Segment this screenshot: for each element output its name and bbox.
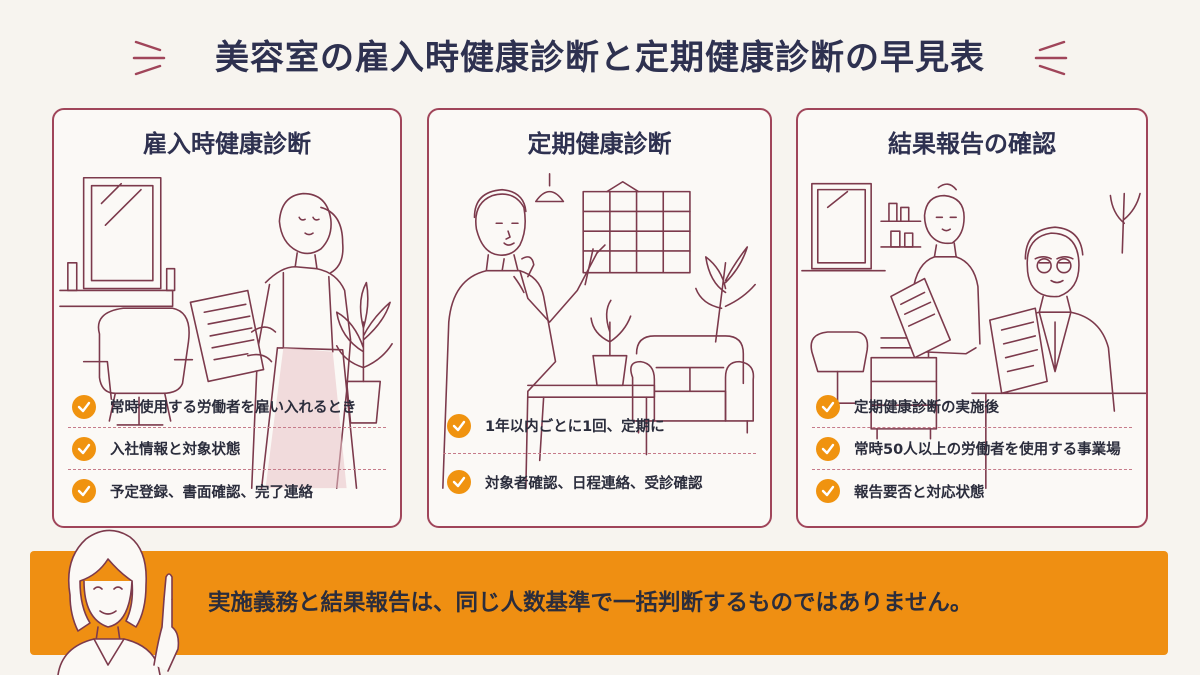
page-title: 美容室の雇入時健康診断と定期健康診断の早見表 <box>215 38 985 78</box>
check-icon <box>816 394 840 419</box>
checklist: 定期健康診断の実施後 常時50人以上の労働者を使用する事業場 報告要否と対応状態 <box>812 386 1132 512</box>
checklist: 常時使用する労働者を雇い入れるとき 入社情報と対象状態 予定登録、書面確認、完了… <box>68 386 386 512</box>
list-item: 常時50人以上の労働者を使用する事業場 <box>812 428 1132 470</box>
title-decoration-left-icon <box>132 40 166 76</box>
banner-text: 実施義務と結果報告は、同じ人数基準で一括判断するものではありません。 <box>208 590 973 616</box>
salon-stylist-illustration <box>59 176 393 489</box>
title-decoration-right-icon <box>1034 40 1068 76</box>
item-label: 常時50人以上の労働者を使用する事業場 <box>854 442 1121 458</box>
check-icon <box>72 479 96 503</box>
card-hiring-checkup: 雇入時健康診断 <box>52 108 402 528</box>
check-icon <box>447 470 471 494</box>
item-label: 定期健康診断の実施後 <box>854 400 999 416</box>
check-icon <box>447 413 471 438</box>
item-label: 常時使用する労働者を雇い入れるとき <box>110 400 357 416</box>
item-label: 1年以内ごとに1回、定期に <box>485 419 665 435</box>
check-icon <box>72 436 96 461</box>
report-review-illustration <box>801 182 1146 489</box>
summary-banner: 実施義務と結果報告は、同じ人数基準で一括判断するものではありません。 <box>30 551 1168 655</box>
list-item: 予定登録、書面確認、完了連絡 <box>68 470 386 512</box>
card-title: 定期健康診断 <box>527 130 672 158</box>
pointing-woman-illustration <box>57 529 180 675</box>
list-item: 報告要否と対応状態 <box>812 470 1132 512</box>
card-result-report: 結果報告の確認 <box>796 108 1148 528</box>
list-item: 入社情報と対象状態 <box>68 428 386 470</box>
check-icon <box>816 436 840 461</box>
check-icon <box>816 479 840 503</box>
card-title: 雇入時健康診断 <box>143 130 311 158</box>
item-label: 報告要否と対応状態 <box>854 484 985 501</box>
list-item: 常時使用する労働者を雇い入れるとき <box>68 386 386 428</box>
card-title: 結果報告の確認 <box>888 130 1056 158</box>
item-label: 予定登録、書面確認、完了連絡 <box>110 484 313 501</box>
check-icon <box>72 394 96 419</box>
item-label: 入社情報と対象状態 <box>110 442 241 458</box>
checklist: 1年以内ごとに1回、定期に 対象者確認、日程連絡、受診確認 <box>443 398 756 510</box>
item-label: 対象者確認、日程連絡、受診確認 <box>485 475 703 492</box>
card-periodic-checkup: 定期健康診断 <box>427 108 772 528</box>
list-item: 対象者確認、日程連絡、受診確認 <box>443 454 756 510</box>
periodic-planning-illustration <box>442 173 756 489</box>
list-item: 定期健康診断の実施後 <box>812 386 1132 428</box>
list-item: 1年以内ごとに1回、定期に <box>443 398 756 454</box>
